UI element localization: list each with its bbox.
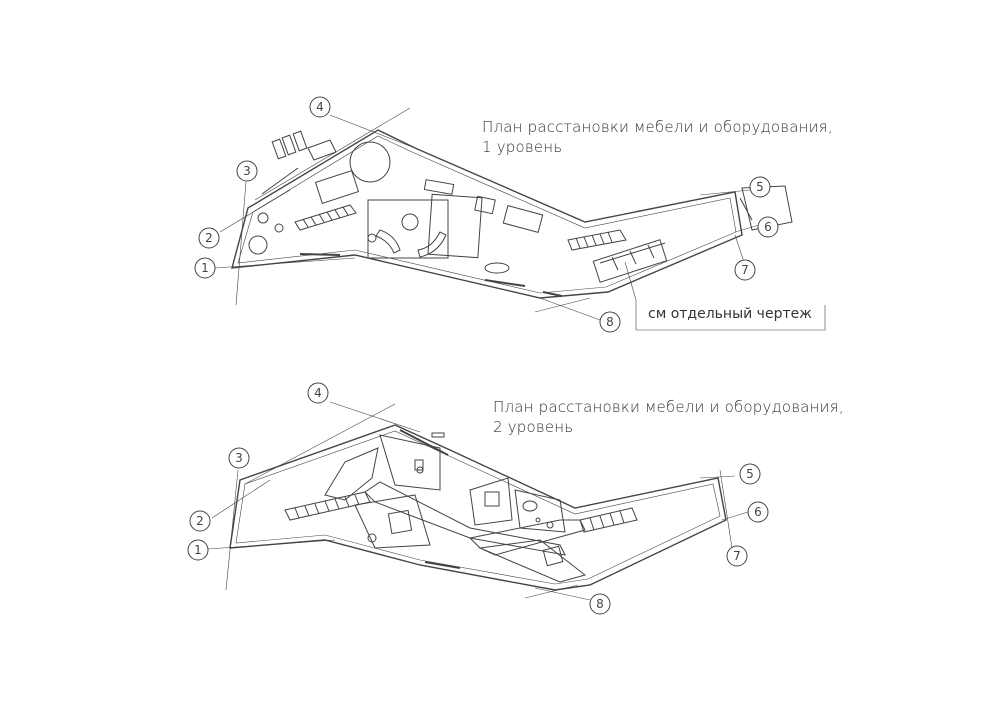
- room: [324, 447, 379, 501]
- room: [514, 489, 566, 533]
- plan-title-line: 2 уровень: [493, 418, 574, 436]
- curved-sofa: [417, 231, 447, 258]
- staircase: [567, 229, 627, 251]
- axis-marker: 6: [747, 501, 769, 523]
- plan-title-line: План расстановки мебели и оборудования,: [482, 118, 833, 136]
- oval-table: [484, 262, 510, 274]
- svg-text:1: 1: [194, 543, 202, 557]
- svg-text:5: 5: [756, 180, 764, 194]
- svg-text:8: 8: [606, 315, 614, 329]
- curved-sofa: [375, 229, 401, 254]
- axis-marker: 1: [187, 539, 209, 561]
- axis-marker: 6: [757, 216, 779, 238]
- desk: [314, 170, 360, 204]
- axis-marker: 8: [589, 593, 611, 615]
- car-exhibit: [592, 239, 668, 283]
- level-2-axis-markers: 1 2 3 4 5 6 7 8: [187, 382, 769, 615]
- svg-text:1: 1: [201, 261, 209, 275]
- desk: [502, 205, 544, 233]
- axis-marker: 4: [309, 96, 331, 118]
- svg-text:6: 6: [754, 505, 762, 519]
- svg-text:5: 5: [746, 467, 754, 481]
- axis-marker: 3: [228, 447, 250, 469]
- staircase: [294, 204, 357, 231]
- staircase: [284, 491, 371, 521]
- bed: [387, 509, 413, 535]
- room: [354, 494, 431, 549]
- level-2-plan: [207, 401, 749, 601]
- axis-marker: 7: [726, 545, 748, 567]
- level-1-plan: [214, 107, 826, 331]
- axis-marker: 2: [189, 510, 211, 532]
- level-2-outer-wall: [229, 424, 727, 591]
- svg-text:4: 4: [314, 386, 322, 400]
- svg-text:7: 7: [741, 263, 749, 277]
- callout-note: см отдельный чертеж: [648, 306, 812, 322]
- plan-title-line: План расстановки мебели и оборудования,: [493, 398, 844, 416]
- axis-marker: 2: [198, 227, 220, 249]
- bed: [542, 545, 564, 567]
- plan-title-level-2: План расстановки мебели и оборудования, …: [493, 397, 844, 437]
- staircase: [579, 507, 638, 533]
- level-1-axis-markers: 1 2 3 4 5 6 7 8: [194, 96, 779, 333]
- round-table: [248, 235, 268, 255]
- svg-text:3: 3: [243, 164, 251, 178]
- round-table: [349, 141, 391, 183]
- axis-marker: 3: [236, 160, 258, 182]
- room: [478, 539, 587, 583]
- axis-marker: 7: [734, 259, 756, 281]
- reception-block: [367, 199, 449, 259]
- axis-marker: 1: [194, 257, 216, 279]
- level-1-inner-wall: [237, 135, 737, 294]
- svg-text:7: 7: [733, 549, 741, 563]
- svg-text:4: 4: [316, 100, 324, 114]
- svg-text:8: 8: [596, 597, 604, 611]
- axis-marker: 4: [307, 382, 329, 404]
- svg-text:3: 3: [235, 451, 243, 465]
- svg-text:2: 2: [205, 231, 213, 245]
- axis-marker: 5: [739, 463, 761, 485]
- walkway: [364, 481, 566, 556]
- room: [469, 477, 513, 526]
- axis-marker: 8: [599, 311, 621, 333]
- room: [379, 434, 441, 491]
- svg-text:2: 2: [196, 514, 204, 528]
- axis-marker: 5: [749, 176, 771, 198]
- svg-text:6: 6: [764, 220, 772, 234]
- level-1-outer-wall: [231, 129, 743, 299]
- plan-title-level-1: План расстановки мебели и оборудования, …: [482, 117, 833, 157]
- plan-title-line: 1 уровень: [482, 138, 563, 156]
- level-2-inner-wall: [235, 430, 721, 585]
